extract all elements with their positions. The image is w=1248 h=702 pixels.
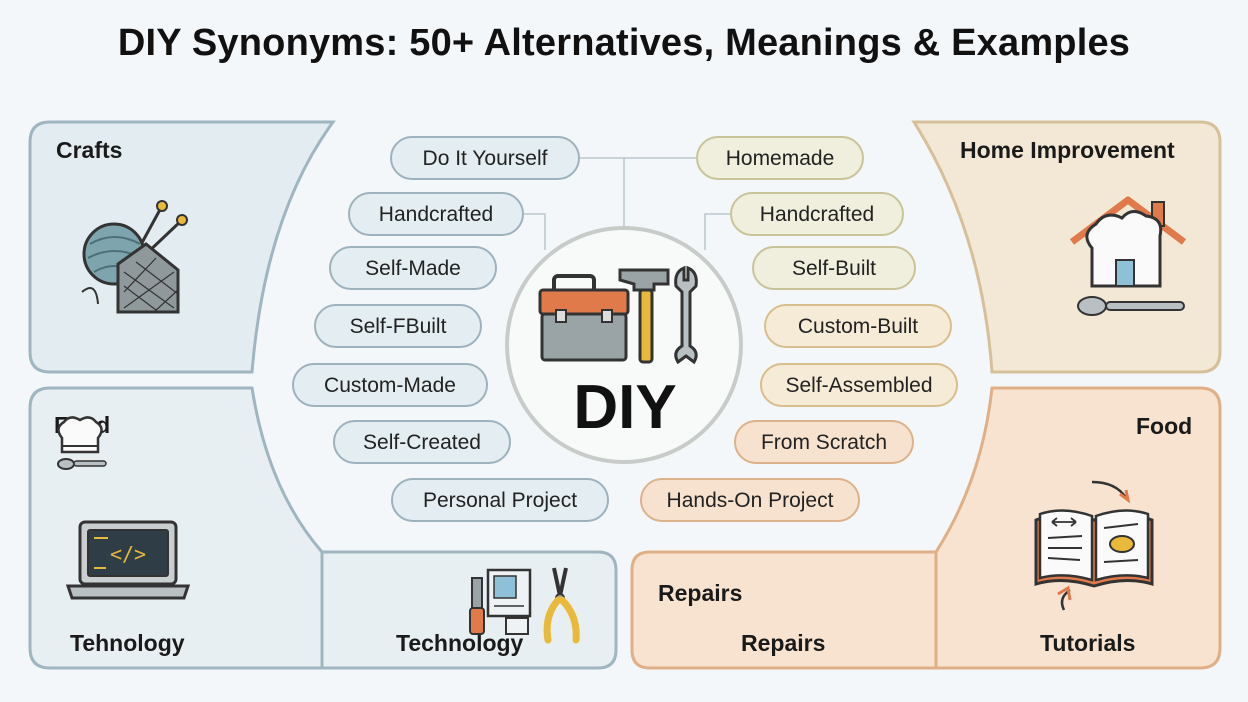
synonym-pill: Custom-Made xyxy=(292,363,488,407)
panel-label-repairs: Repairs xyxy=(741,630,826,656)
synonym-pill: Handcrafted xyxy=(730,192,904,236)
synonym-pill: From Scratch xyxy=(734,420,914,464)
svg-text:</>: </> xyxy=(110,542,146,566)
synonym-pill: Self-Created xyxy=(333,420,511,464)
panel-label-repairs-top: Repairs xyxy=(658,580,743,606)
panel-repairs xyxy=(630,550,938,670)
synonym-pill: Personal Project xyxy=(391,478,609,522)
yarn-knitting-icon xyxy=(81,200,188,314)
panel-label-tutorials: Tutorials xyxy=(1040,630,1136,656)
panel-label-technology: Technology xyxy=(396,630,524,656)
synonym-pill: Hands-On Project xyxy=(640,478,860,522)
tools-pliers-icon xyxy=(469,567,580,644)
panel-label-tehnology: Tehnology xyxy=(70,630,185,656)
laptop-code-icon: </> xyxy=(66,520,190,600)
panel-label-crafts: Crafts xyxy=(56,137,123,163)
synonym-pill: Self-Made xyxy=(329,246,497,290)
synonym-pill: Custom-Built xyxy=(764,304,952,348)
synonym-pill: Self-FBuilt xyxy=(314,304,482,348)
synonym-pill: Homemade xyxy=(696,136,864,180)
synonym-pill: Self-Built xyxy=(752,246,916,290)
connector-lines xyxy=(524,157,730,250)
center-label: DIY xyxy=(573,373,677,442)
panel-label-home-improvement: Home Improvement xyxy=(960,137,1175,163)
toolbox-hammer-wrench-icon xyxy=(538,265,698,365)
panel-crafts xyxy=(28,120,336,374)
house-spoon-icon xyxy=(1069,196,1187,316)
page-title: DIY Synonyms: 50+ Alternatives, Meanings… xyxy=(117,22,1131,64)
synonym-pill: Self-Assembled xyxy=(760,363,958,407)
chef-hat-spoon-icon xyxy=(57,416,107,470)
synonym-pill: Handcrafted xyxy=(348,192,524,236)
panel-label-food-right: Food xyxy=(1136,413,1193,439)
recipe-book-icon xyxy=(1034,480,1154,611)
panel-technology xyxy=(320,550,618,670)
synonym-pill: Do It Yourself xyxy=(390,136,580,180)
